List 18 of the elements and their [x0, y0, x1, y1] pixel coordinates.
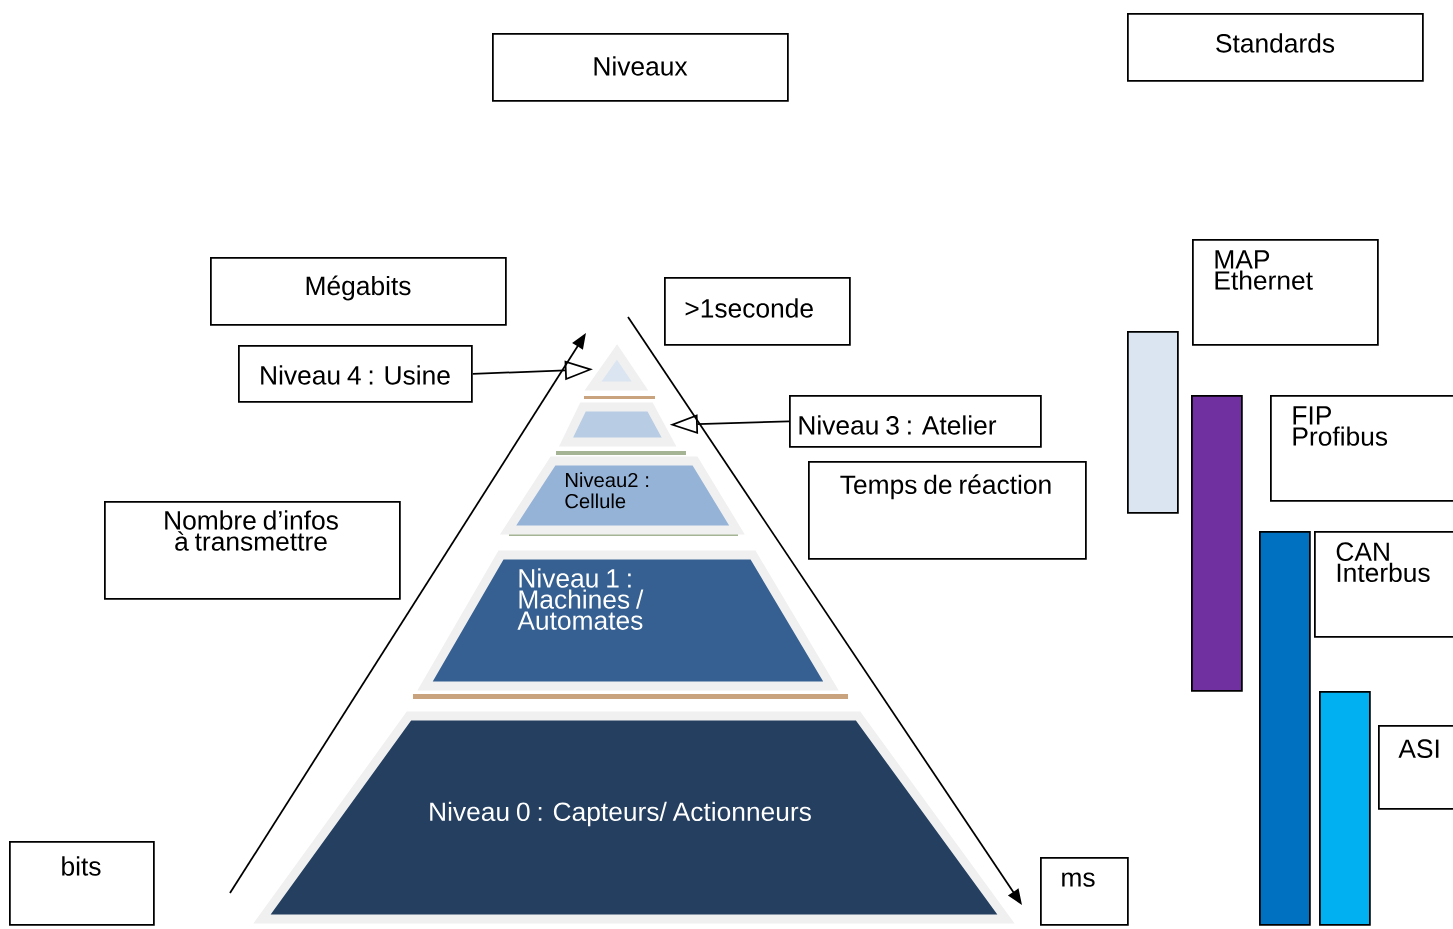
text-box: bits: [9, 841, 155, 926]
standard-bar: [1127, 331, 1179, 514]
text-box: FIP Profibus: [1270, 395, 1453, 502]
text-box: Temps de réaction: [808, 461, 1087, 560]
text-box: Niveau 4 : Usine: [238, 345, 473, 403]
text-box: >1seconde: [664, 277, 851, 346]
text-box: Niveaux: [492, 33, 789, 102]
text-box: MAP Ethernet: [1192, 239, 1379, 346]
text-box: Niveau 3 : Atelier: [789, 395, 1042, 448]
standard-bar: [1191, 395, 1243, 692]
text-box: Mégabits: [210, 257, 507, 326]
text-box: ASI: [1378, 725, 1453, 810]
text-box: ms: [1040, 857, 1129, 926]
text-box: CAN Interbus: [1314, 531, 1453, 638]
text-box: Standards: [1127, 13, 1424, 82]
standard-bar: [1259, 531, 1311, 926]
standard-bar: [1319, 691, 1371, 926]
text-box: Nombre d’infos à transmettre: [104, 501, 401, 600]
